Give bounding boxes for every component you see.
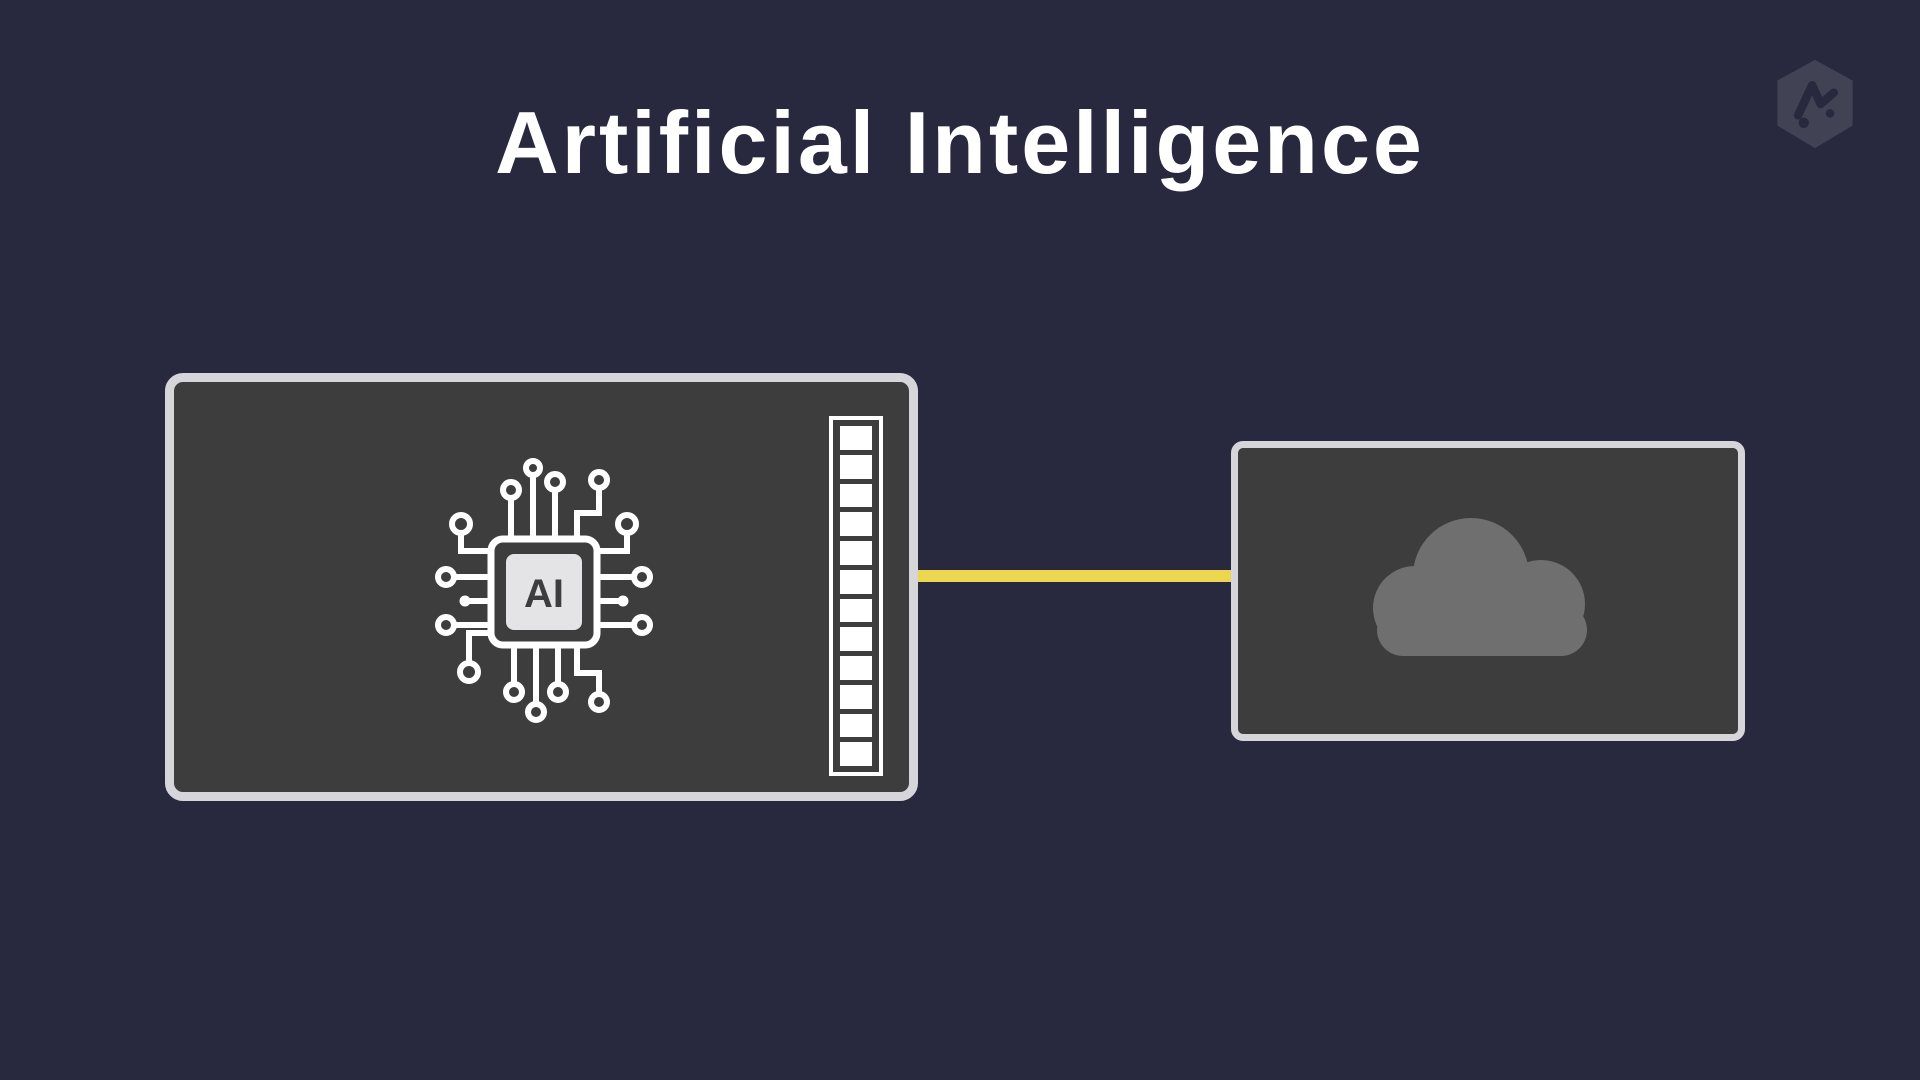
cloud-icon — [1373, 518, 1587, 656]
hexagon-logo-icon — [1777, 59, 1853, 149]
connection-line — [910, 570, 1240, 582]
ai-chip-icon: AI — [435, 458, 653, 723]
connector-segment — [840, 512, 872, 536]
connector-segment — [840, 541, 872, 565]
page-title: Artificial Intelligence — [495, 93, 1425, 192]
connector-segment — [840, 656, 872, 680]
chip-label: AI — [524, 572, 564, 616]
connector-segment — [840, 426, 872, 450]
connector-segment — [840, 713, 872, 738]
device-box: AI — [165, 373, 918, 801]
connector-strip — [829, 416, 883, 776]
connector-segment — [840, 454, 872, 479]
connector-segment — [840, 569, 872, 594]
connector-segment — [840, 483, 872, 508]
connector-segment — [840, 627, 872, 651]
cloud-box — [1231, 441, 1745, 741]
connector-segment — [840, 684, 872, 709]
connector-segment — [840, 742, 872, 766]
connector-segment — [840, 598, 872, 623]
